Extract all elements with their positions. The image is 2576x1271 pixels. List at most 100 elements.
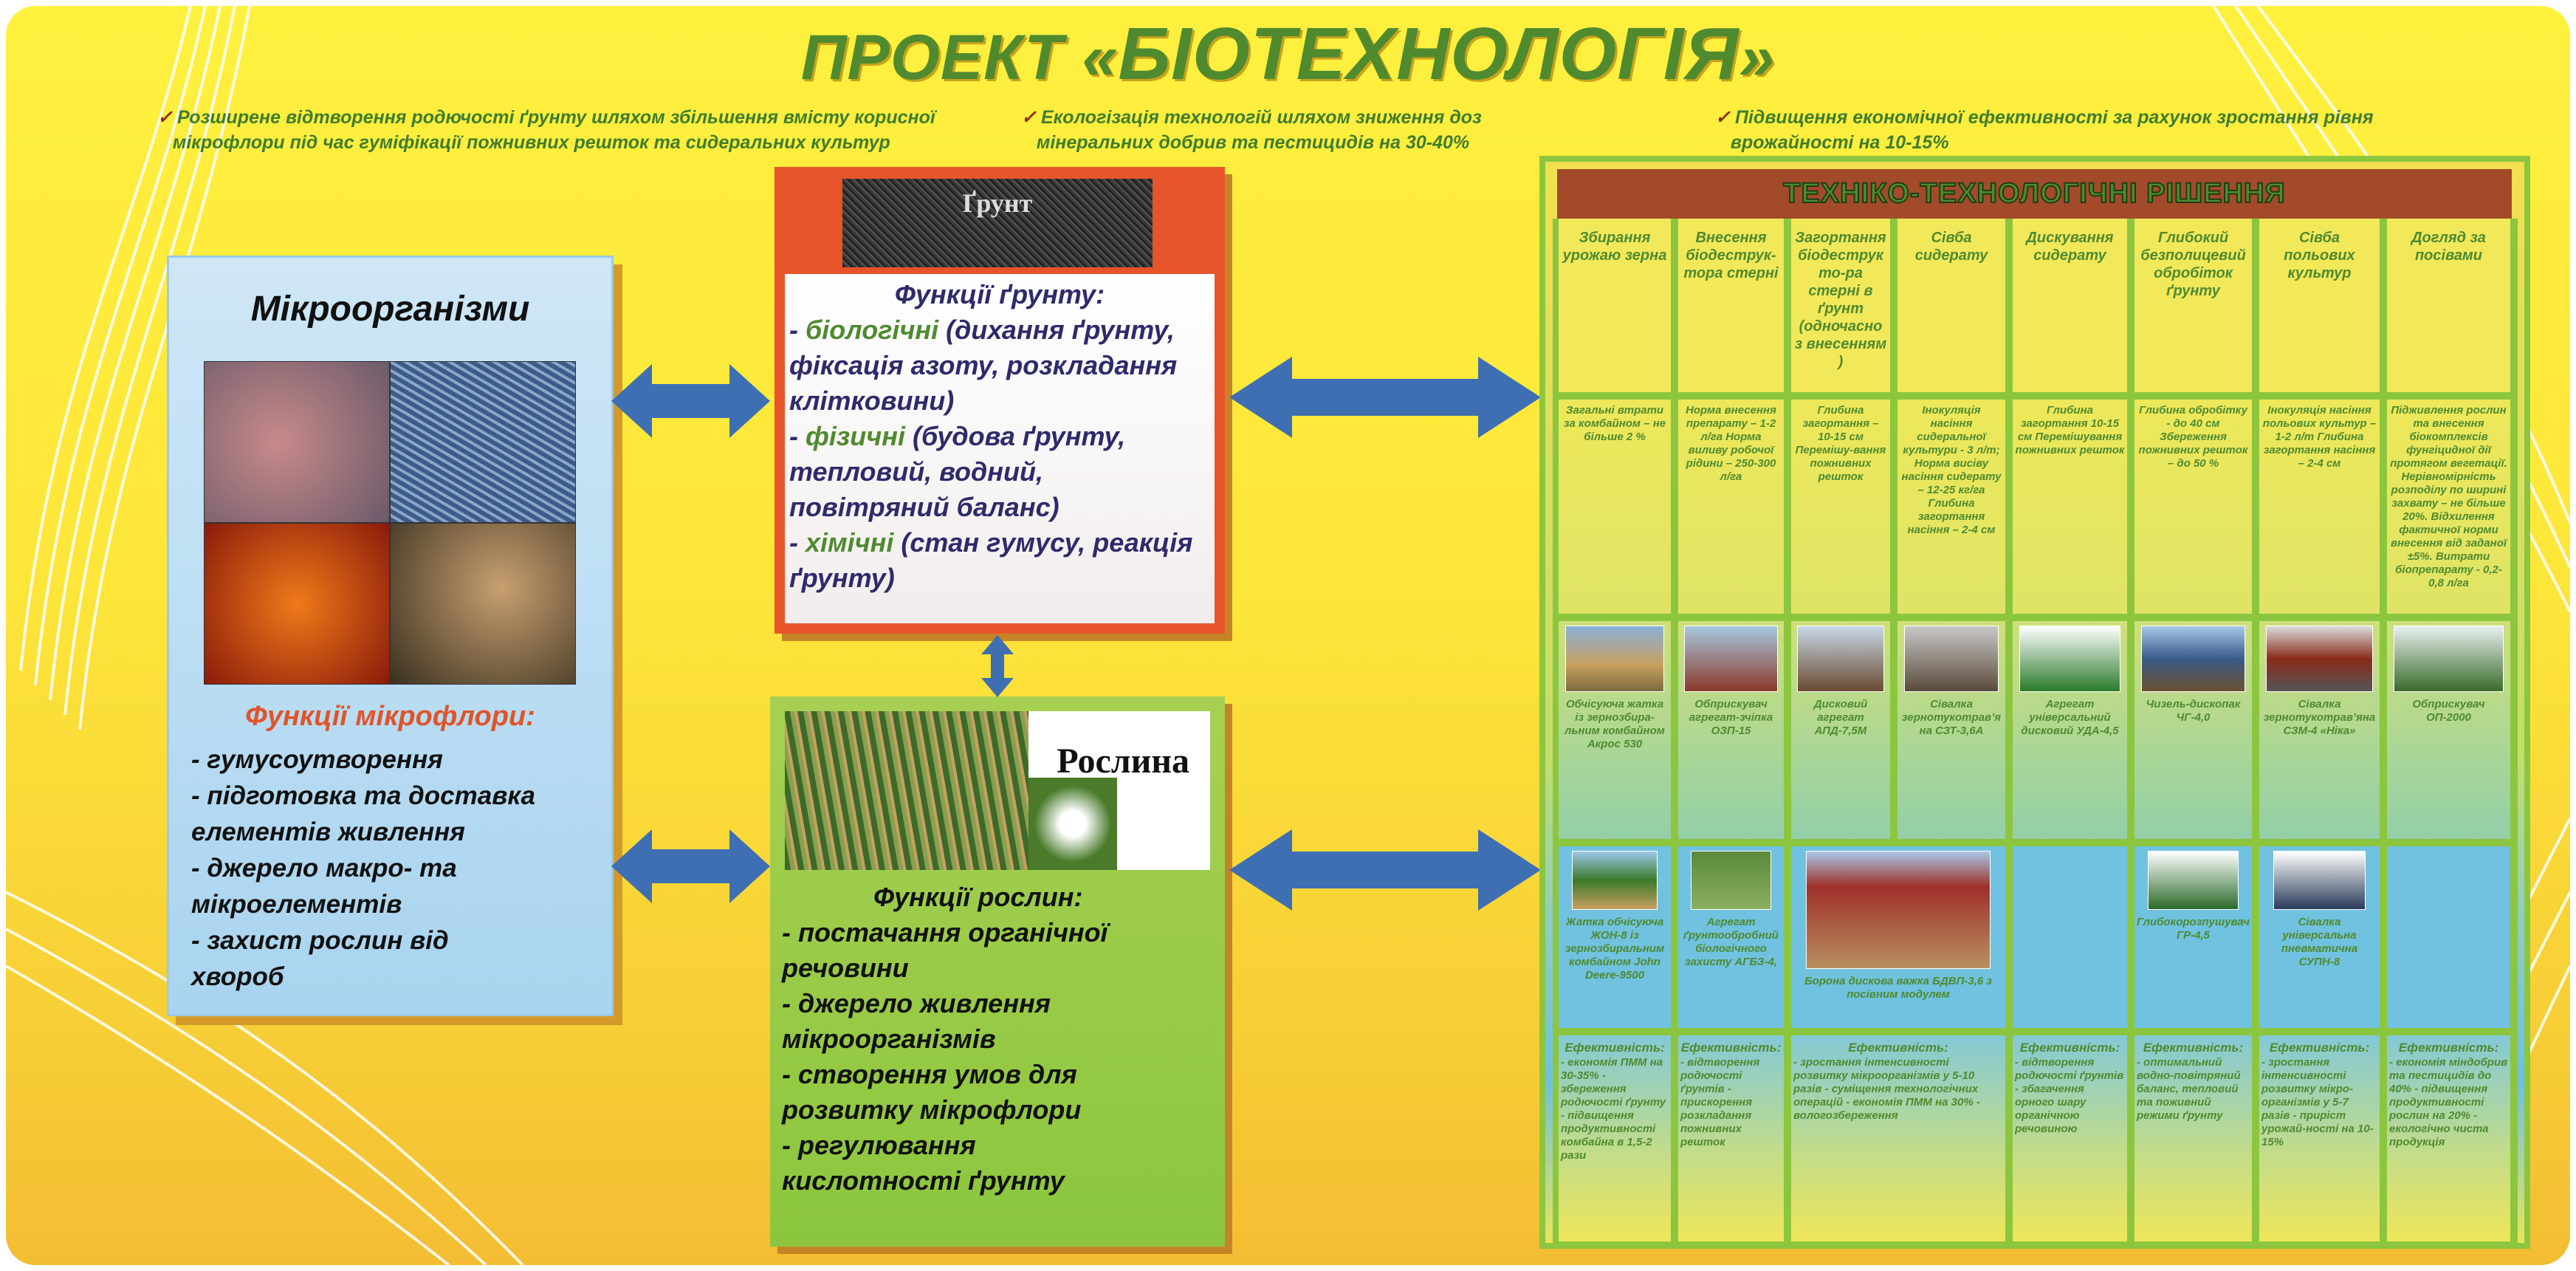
equipment-cell: Обчісуюча жатка із зернозбира-льним комб… xyxy=(1559,621,1678,846)
equipment-caption: Чизель-дископак ЧГ-4,0 xyxy=(2146,698,2241,724)
equipment-caption: Сівалка універсальна пневматична СУПН-8 xyxy=(2281,916,2358,968)
equipment-caption: Жатка обчісуюча ЖОН-8 із зернозбиральним… xyxy=(1565,916,1665,981)
list-item: - біологічні (дихання ґрунту, фіксація а… xyxy=(789,315,1178,416)
tech-parameter-cell: Підживлення рослин та внесення біокомпле… xyxy=(2387,400,2518,621)
equipment-cell xyxy=(2387,846,2518,1035)
equipment-cell: Борона дискова важка БДВП-3,6 з посівним… xyxy=(1791,846,2013,1035)
tech-parameter-text: Загальні втрати за комбайном – не більше… xyxy=(1563,404,1666,443)
equipment-caption: Обприскувач ОП-2000 xyxy=(2412,698,2485,724)
tech-parameter-text: Підживлення рослин та внесення біокомпле… xyxy=(2390,404,2507,589)
equipment-caption: Сівалка зернотукотрав’яна СЗТ-3,6А xyxy=(1901,698,2002,737)
double-arrow-icon xyxy=(611,829,770,903)
goal-1: ✓Розширене відтворення родючості ґрунту … xyxy=(157,107,935,153)
column-header: Сівба польових культур xyxy=(2259,219,2387,400)
soil-functions-title: Функції ґрунту: xyxy=(894,279,1105,309)
goal-2: ✓Екологізація технологій шляхом зниження… xyxy=(1021,107,1482,153)
list-item: розвитку мікрофлори xyxy=(782,1094,1082,1125)
effectiveness-title: Ефективність: xyxy=(2143,1041,2244,1055)
equipment-photo xyxy=(2141,626,2245,692)
column-header-label: Загортання біодеструкто-ра стерні в ґрун… xyxy=(1794,230,1887,370)
equipment-cell: Агрегат ґрунтообробний біологічного захи… xyxy=(1678,846,1791,1035)
list-item: елементів живлення xyxy=(191,818,465,846)
effectiveness-cell: Ефективність:- зростання інтенсивності р… xyxy=(1791,1035,2013,1249)
list-item: - постачання органічної xyxy=(782,917,1108,948)
equipment-cell xyxy=(2013,846,2134,1035)
equipment-photo xyxy=(2273,851,2366,910)
effectiveness-text: - економія міндобрив та пестицидів до 40… xyxy=(2389,1056,2508,1148)
effectiveness-cell: Ефективність:- відтворення родючості ґру… xyxy=(1678,1035,1791,1249)
effectiveness-title: Ефективність: xyxy=(2398,1041,2499,1055)
soil-photo-label: Ґрунт xyxy=(962,188,1033,218)
soil-panel: Ґрунт Функції ґрунту: - біологічні (диха… xyxy=(774,167,1225,634)
list-item: - підготовка та доставка xyxy=(191,781,535,810)
effectiveness-cell: Ефективність:- економія ПММ на 30-35% - … xyxy=(1559,1035,1678,1249)
effectiveness-cell: Ефективність:- зростання інтенсивності р… xyxy=(2259,1035,2387,1249)
tech-parameter-text: Інокуляція насіння польових культур – 1-… xyxy=(2262,404,2377,470)
list-item: - джерело макро- та xyxy=(191,854,457,883)
equipment-caption: Дисковий агрегат АПД-7,5М xyxy=(1813,698,1868,737)
column-header-label: Догляд за посівами xyxy=(2411,230,2486,264)
equipment-cell: Обприскувач ОП-2000 xyxy=(2387,621,2518,846)
plant-photo-label: Рослина xyxy=(1057,741,1189,781)
effectiveness-title: Ефективність: xyxy=(1565,1041,1665,1055)
equipment-photo xyxy=(2148,851,2239,910)
column-header-label: Збирання урожаю зерна xyxy=(1562,230,1667,264)
effectiveness-text: - оптимальний водно-повітряний баланс, т… xyxy=(2137,1056,2241,1122)
microflora-functions-list: - гумусоутворення - підготовка та достав… xyxy=(191,741,535,995)
tech-parameter-cell: Глибина загортання – 10-15 см Перемішу-в… xyxy=(1791,400,1897,621)
equipment-caption: Сівалка зернотукотрав’яна СЗМ-4 «Ніка» xyxy=(2263,698,2376,737)
effectiveness-text: - економія ПММ на 30-35% - збереження ро… xyxy=(1561,1056,1666,1162)
list-item: - захист рослин від xyxy=(191,926,449,955)
column-header-label: Внесення біодеструк-тора стерні xyxy=(1683,230,1779,281)
effectiveness-cell: Ефективність:- економія міндобрив та пес… xyxy=(2387,1035,2518,1249)
equipment-caption: Агрегат ґрунтообробний біологічного захи… xyxy=(1683,916,1779,968)
list-item: хвороб xyxy=(191,962,284,991)
tech-parameter-cell: Глибина загортання 10-15 см Перемішуванн… xyxy=(2013,400,2134,621)
equipment-photo xyxy=(1684,626,1778,692)
equipment-cell: Сівалка зернотукотрав’яна СЗТ-3,6А xyxy=(1897,621,2013,846)
plant-photo: Рослина xyxy=(785,711,1210,870)
equipment-photo xyxy=(1797,626,1884,692)
list-item: мікроелементів xyxy=(191,890,402,919)
column-header: Глибокий безполицевий обробіток ґрунту xyxy=(2134,219,2259,400)
equipment-photo xyxy=(1690,851,1772,910)
tech-parameter-text: Глибина обробітку - до 40 см Збереження … xyxy=(2138,404,2248,470)
effectiveness-cell: Ефективність:- оптимальний водно-повітря… xyxy=(2134,1035,2259,1249)
equipment-cell: Агрегат універсальний дисковий УДА-4,5 xyxy=(2013,621,2134,846)
equipment-photo xyxy=(1565,626,1665,692)
soil-functions: Функції ґрунту: - біологічні (дихання ґр… xyxy=(785,274,1215,623)
column-header-label: Сівба сидерату xyxy=(1914,230,1988,264)
vertical-double-arrow-icon xyxy=(981,635,1014,697)
tech-parameter-cell: Норма внесення препарату – 1-2 л/га Норм… xyxy=(1678,400,1791,621)
double-arrow-icon xyxy=(1229,829,1541,911)
equipment-photo xyxy=(2266,626,2373,692)
tech-solutions-title: ТЕХНІКО-ТЕХНОЛОГІЧНІ РІШЕННЯ xyxy=(1557,169,2512,219)
tech-parameter-cell: Глибина обробітку - до 40 см Збереження … xyxy=(2134,400,2259,621)
double-arrow-icon xyxy=(1229,357,1541,438)
column-header: Сівба сидерату xyxy=(1897,219,2013,400)
column-header: Внесення біодеструк-тора стерні xyxy=(1678,219,1791,400)
tech-parameter-text: Глибина загортання – 10-15 см Перемішу-в… xyxy=(1795,404,1886,483)
equipment-photo xyxy=(2394,626,2504,692)
double-arrow-icon xyxy=(611,364,770,438)
equipment-photo xyxy=(1903,626,1999,692)
column-header-label: Дискування сидерату xyxy=(2026,230,2114,264)
effectiveness-text: - зростання інтенсивності розвитку мікро… xyxy=(2261,1056,2374,1148)
plant-panel: Рослина Функції рослин: - постачання орг… xyxy=(770,696,1225,1247)
equipment-caption: Обприскувач агрегат-зчіпка ОЗП-15 xyxy=(1689,698,1773,737)
list-item: - джерело живлення xyxy=(782,988,1051,1018)
column-header-label: Сівба польових культур xyxy=(2284,230,2355,281)
column-header: Догляд за посівами xyxy=(2387,219,2518,400)
goal-3: ✓Підвищення економічної ефективності за … xyxy=(1715,107,2374,153)
tech-parameter-text: Інокуляція насіння сидеральної культури … xyxy=(1901,404,2002,536)
microorganisms-photo xyxy=(204,361,576,685)
equipment-photo xyxy=(1571,851,1658,910)
effectiveness-text: - відтворення родючості ґрунтів - збагач… xyxy=(2015,1056,2124,1135)
equipment-cell: Жатка обчісуюча ЖОН-8 із зернозбиральним… xyxy=(1559,846,1678,1035)
soil-photo: Ґрунт xyxy=(842,179,1153,267)
list-item: - гумусоутворення xyxy=(191,745,443,774)
effectiveness-title: Ефективність: xyxy=(2019,1041,2120,1055)
effectiveness-title: Ефективність: xyxy=(1680,1041,1782,1055)
effectiveness-title: Ефективність: xyxy=(2269,1041,2370,1055)
tech-parameter-cell: Інокуляція насіння польових культур – 1-… xyxy=(2259,400,2387,621)
